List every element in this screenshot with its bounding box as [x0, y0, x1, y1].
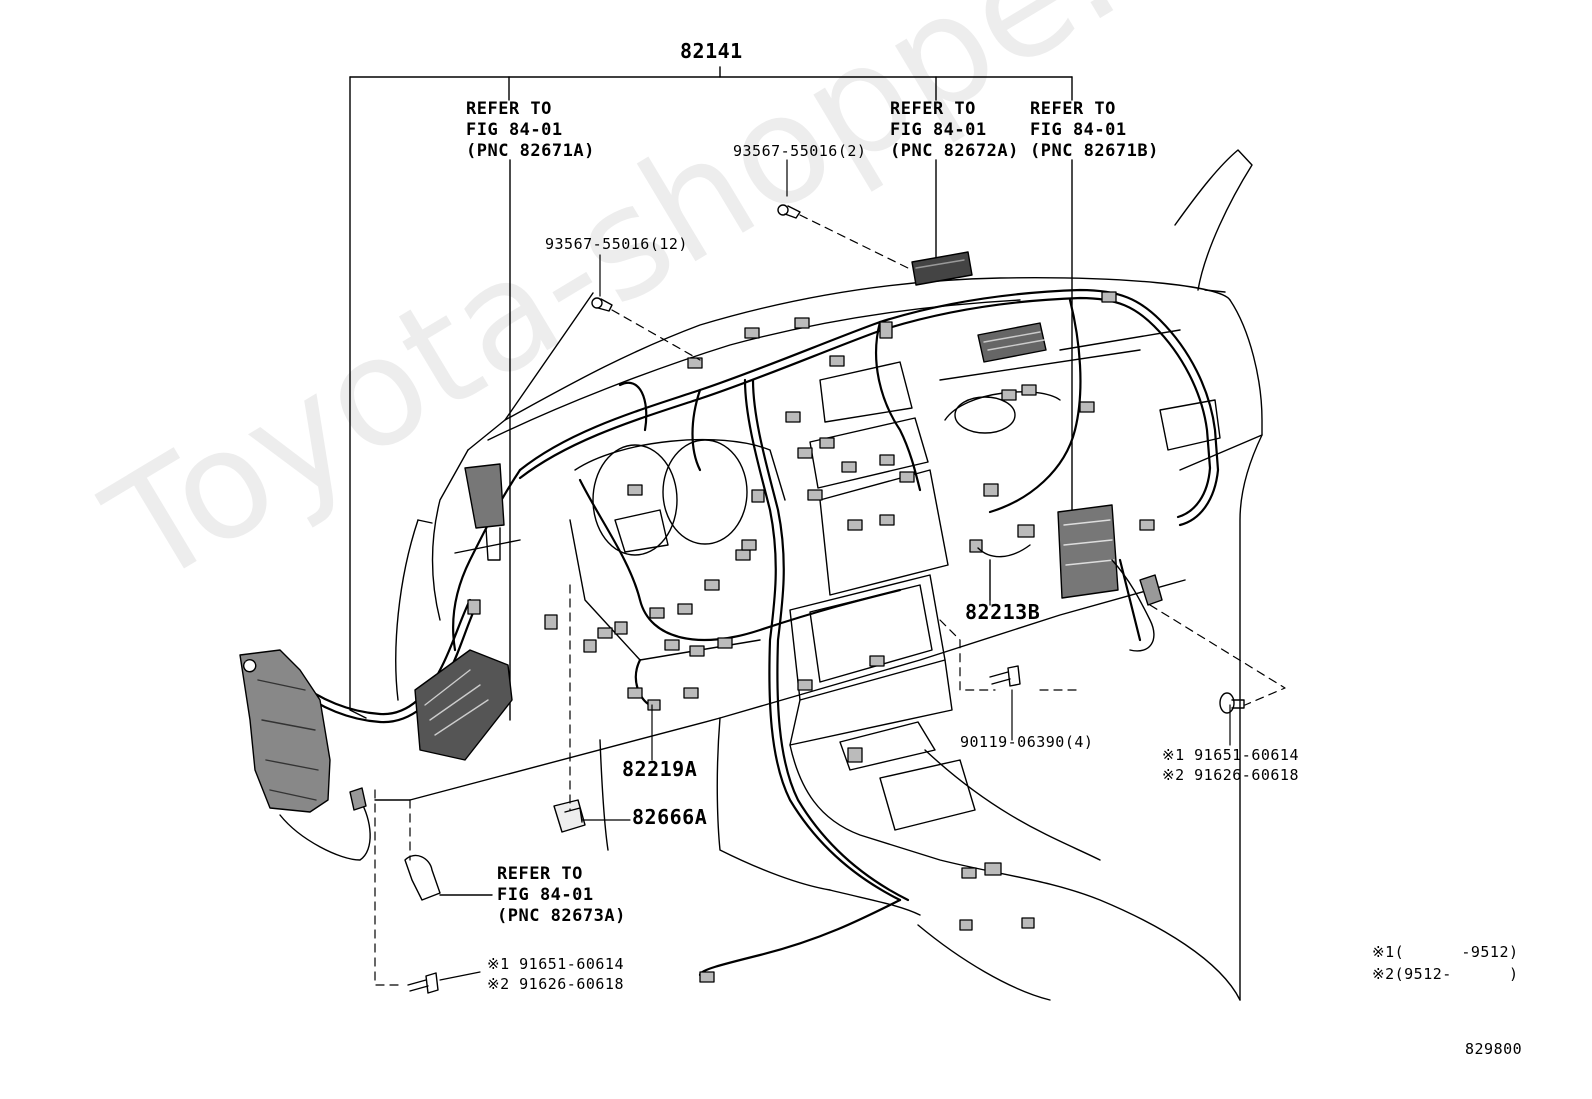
screw-bottom-icon	[407, 972, 439, 994]
refer-line: (PNC 82671B)	[1030, 141, 1159, 161]
refer-line: (PNC 82673A)	[497, 906, 626, 926]
bolt-icon	[989, 665, 1021, 687]
solid-leaders	[439, 159, 1231, 981]
part-number-82141: 82141	[680, 39, 743, 63]
refer-line: REFER TO	[1030, 99, 1116, 119]
callout-screw-left: 93567-55016(12)	[545, 235, 688, 253]
main-harness-cable	[452, 288, 1220, 977]
refer-note-82671B: REFER TO FIG 84-01 (PNC 82671B)	[1030, 100, 1159, 163]
refer-note-82672A: REFER TO FIG 84-01 (PNC 82672A)	[890, 100, 1019, 163]
refer-line: FIG 84-01	[497, 885, 594, 905]
figure-code: 829800	[1465, 1040, 1523, 1058]
bracket-82673A	[404, 854, 493, 901]
callout-bolt: 90119-06390(4)	[960, 733, 1094, 751]
junction-block-top	[911, 251, 1047, 363]
refer-line: REFER TO	[497, 864, 583, 884]
part-82141-bracket	[349, 66, 1073, 721]
callout-bottom-alt2: ※2 91626-60618	[487, 975, 624, 993]
connectors	[467, 291, 1155, 983]
refer-line: FIG 84-01	[890, 120, 987, 140]
screw-left-icon	[591, 297, 613, 312]
dashboard-outline	[374, 149, 1263, 1001]
callout-82666A: 82666A	[632, 805, 708, 829]
wire-82213B	[977, 544, 1031, 601]
callout-screw-top: 93567-55016(2)	[733, 142, 867, 160]
refer-line: (PNC 82671A)	[466, 141, 595, 161]
left-junction-module	[239, 463, 521, 861]
refer-note-82671A: REFER TO FIG 84-01 (PNC 82671A)	[466, 100, 595, 163]
refer-note-82673A: REFER TO FIG 84-01 (PNC 82673A)	[497, 865, 626, 928]
refer-line: (PNC 82672A)	[890, 141, 1019, 161]
legend-note-1: ※1( -9512)	[1372, 943, 1519, 961]
screw-right-icon	[1219, 692, 1245, 714]
legend-note-2: ※2(9512- )	[1372, 965, 1519, 983]
screw-icons	[407, 204, 1245, 994]
refer-line: FIG 84-01	[1030, 120, 1127, 140]
clip-82666A	[553, 799, 586, 833]
callout-82213B: 82213B	[965, 600, 1041, 624]
callout-right-alt1: ※1 91651-60614	[1162, 746, 1299, 764]
callout-right-alt2: ※2 91626-60618	[1162, 766, 1299, 784]
refer-line: FIG 84-01	[466, 120, 563, 140]
refer-line: REFER TO	[466, 99, 552, 119]
right-junction-module	[1057, 504, 1163, 652]
callout-82219A: 82219A	[622, 757, 698, 781]
refer-line: REFER TO	[890, 99, 976, 119]
callout-bottom-alt1: ※1 91651-60614	[487, 955, 624, 973]
dashed-leaders	[374, 214, 1286, 986]
screw-top-icon	[777, 204, 801, 219]
